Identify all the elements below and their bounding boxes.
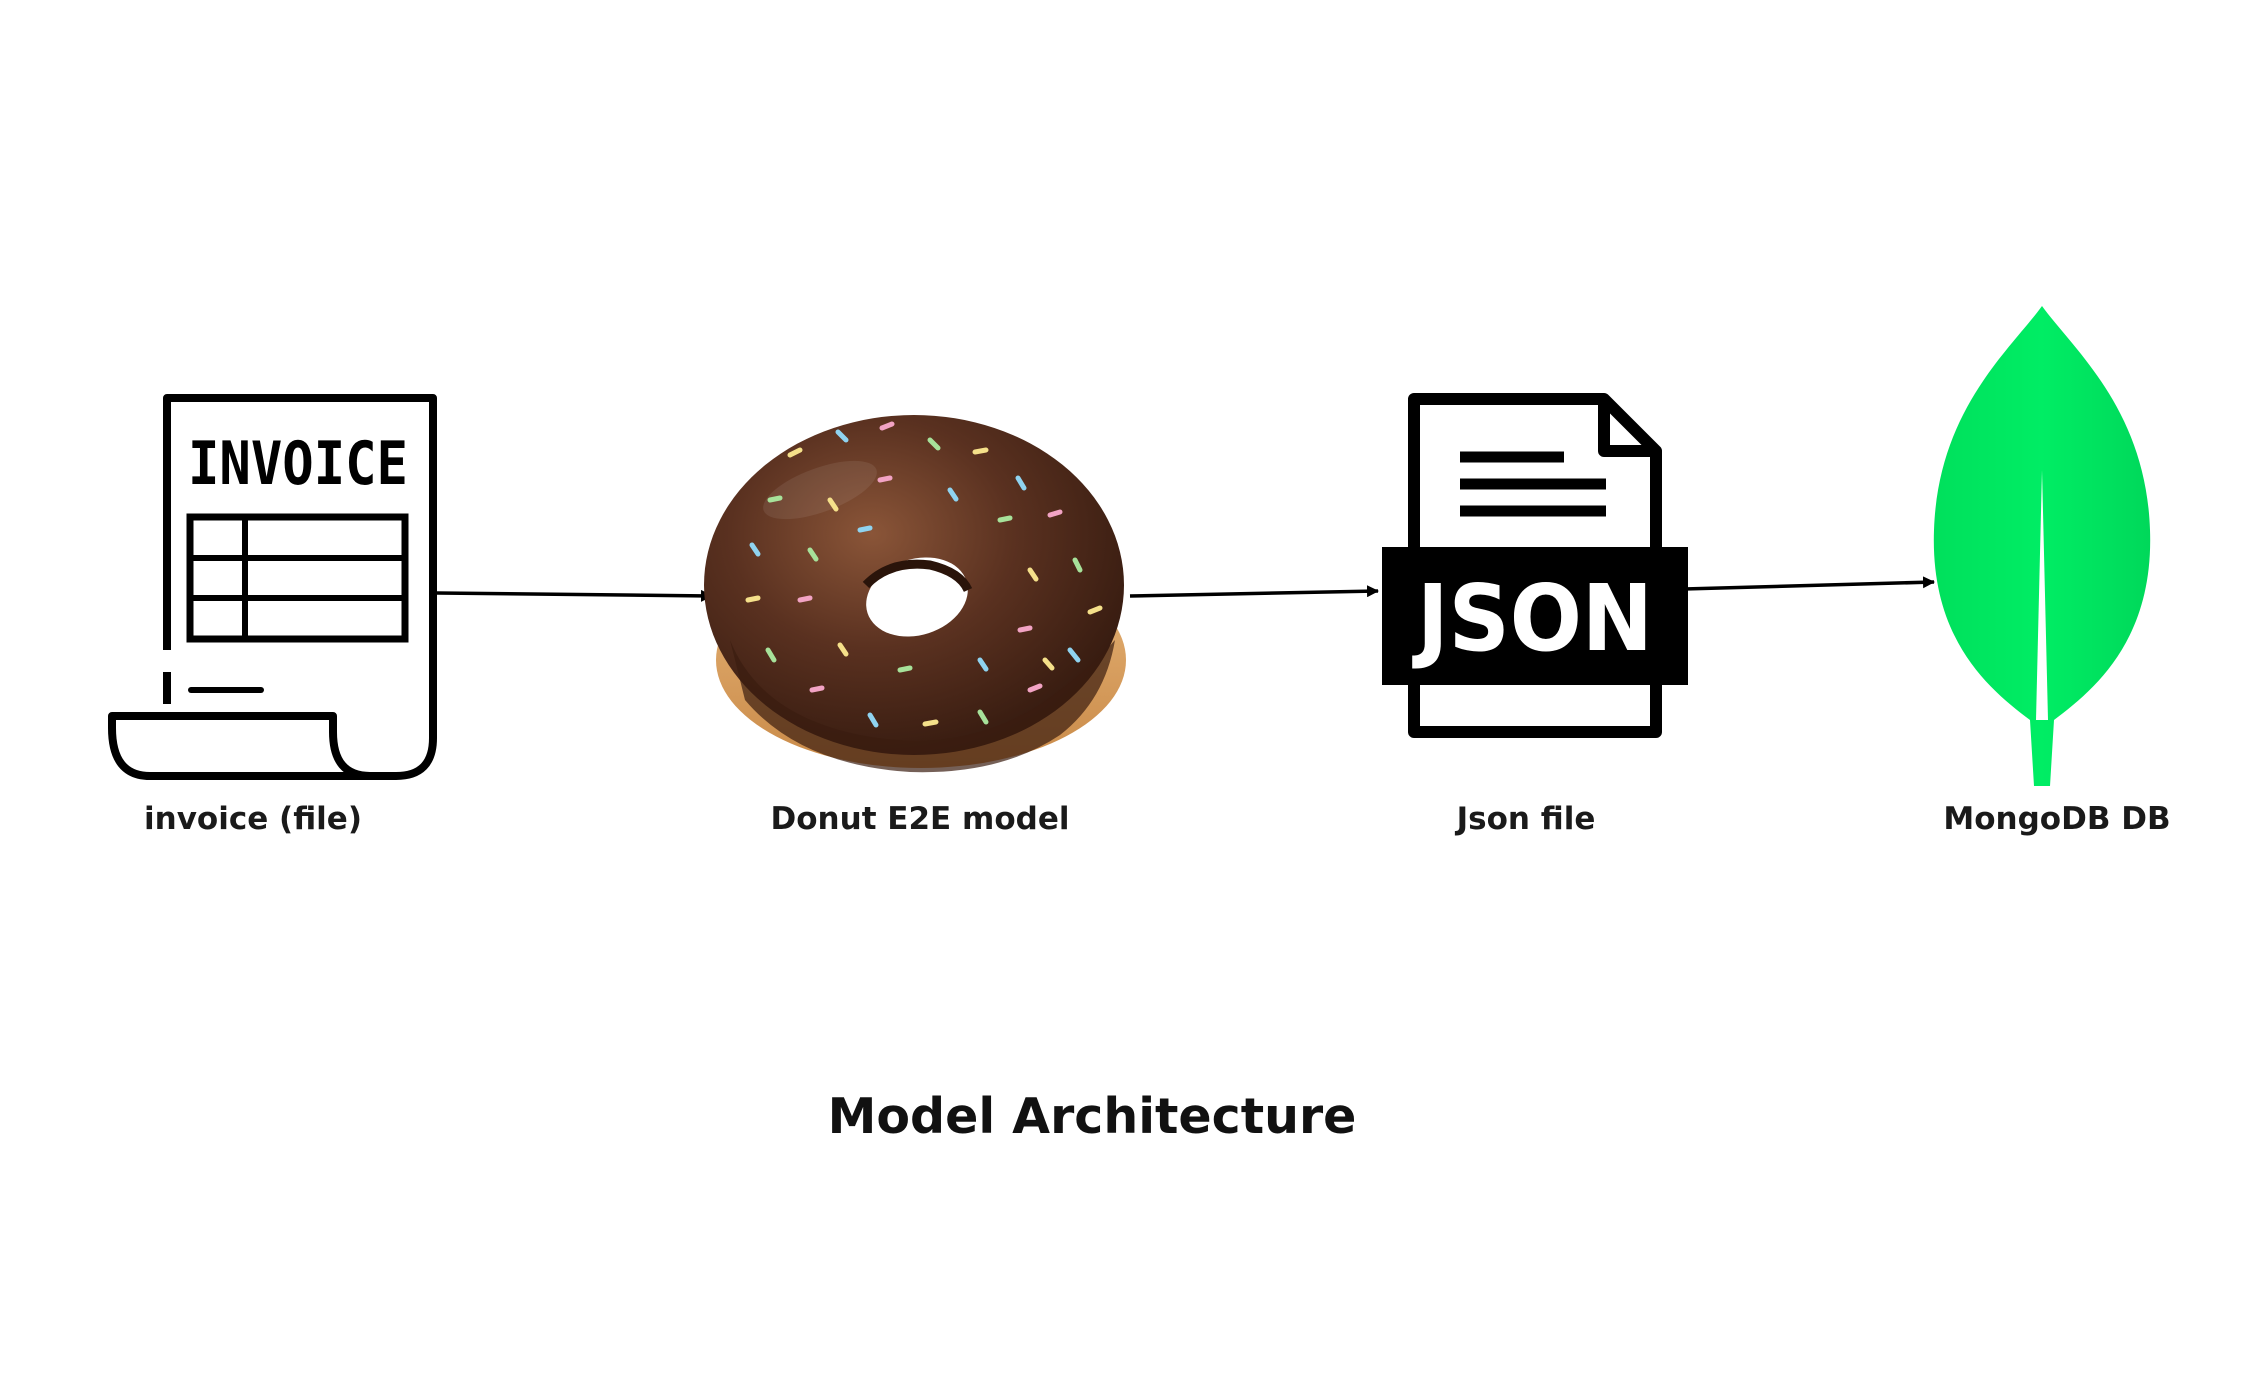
node-label-json-file: Json file (1456, 801, 1596, 837)
invoice-heading-text: INVOICE (188, 429, 408, 499)
node-label-donut-model: Donut E2E model (770, 801, 1070, 837)
invoice-document-icon: INVOICE (108, 394, 437, 780)
node-label-invoice: invoice (file) (144, 801, 362, 837)
arrow-json-to-mongodb (1683, 576, 1935, 591)
json-file-icon: JSON (1382, 393, 1688, 738)
donut-icon (704, 415, 1126, 773)
mongodb-leaf-icon (1933, 306, 2151, 786)
arrow-donut-to-json (1129, 585, 1379, 598)
node-label-mongodb: MongoDB DB (1943, 801, 2171, 837)
json-badge-text: JSON (1411, 565, 1653, 672)
arrow-invoice-to-donut (436, 589, 713, 602)
diagram-title: Model Architecture (827, 1088, 1357, 1145)
